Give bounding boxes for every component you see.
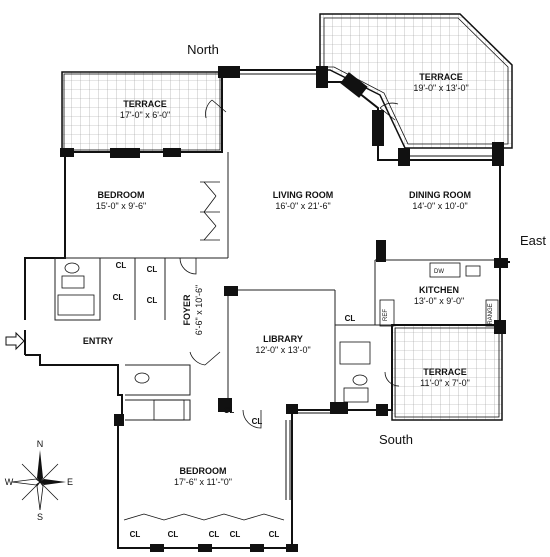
bedroom-south-name: BEDROOM (180, 466, 227, 476)
dishwasher-label: DW (434, 269, 444, 275)
living-room-name: LIVING ROOM (273, 190, 334, 200)
doors (179, 99, 400, 429)
terrace-se-name: TERRACE (423, 367, 467, 377)
bedroom-west-size: 15'-0" x 9'-6" (96, 201, 146, 211)
rose-n: N (37, 439, 44, 449)
terrace-west-size: 17'-0" x 6'-0" (120, 110, 170, 120)
rose-e: E (67, 477, 73, 487)
wall-blocks (60, 66, 508, 552)
terrace-west-area (61, 71, 223, 153)
label-east: East (520, 233, 546, 248)
windows (240, 69, 492, 500)
dining-room-size: 14'-0" x 10'-0" (412, 201, 467, 211)
closet-label: CL (147, 265, 158, 274)
rose-s: S (37, 512, 43, 522)
closet-label: CL (209, 530, 220, 539)
dining-room-name: DINING ROOM (409, 190, 471, 200)
library-size: 12'-0" x 13'-0" (255, 345, 310, 355)
closet-doors-south (123, 513, 285, 521)
range-label: RANGE (488, 303, 494, 324)
closet-label: CL (345, 314, 356, 323)
terrace-se-area (391, 324, 503, 421)
closet-label: CL (224, 406, 235, 415)
entry-arrow-icon (5, 331, 25, 351)
refrigerator-label: REF (383, 309, 389, 321)
library-name: LIBRARY (263, 334, 303, 344)
label-south: South (379, 432, 413, 447)
foyer-size: 6'-6" x 10'-6" (194, 285, 204, 335)
terrace-west-name: TERRACE (123, 99, 167, 109)
bedroom-south-size: 17'-6" x 11'-"0" (174, 477, 232, 487)
closet-label: CL (113, 293, 124, 302)
closet-label: CL (252, 417, 263, 426)
closet-label: CL (168, 530, 179, 539)
terrace-se-size: 11'-0" x 7'-0" (420, 378, 470, 388)
fixtures (57, 181, 499, 421)
closet-label: CL (116, 261, 127, 270)
compass-rose-icon (11, 450, 66, 511)
kitchen-size: 13'-0" x 9'-0" (414, 296, 464, 306)
closet-labels: CL CL CL CL CL CL CL CL CL CL CL CL (113, 261, 356, 539)
kitchen-name: KITCHEN (419, 285, 459, 295)
closet-label: CL (269, 530, 280, 539)
foyer-name: FOYER (182, 294, 192, 326)
terrace-ne-name: TERRACE (419, 72, 463, 82)
closet-label: CL (230, 530, 241, 539)
closet-label: CL (130, 530, 141, 539)
terrace-ne-size: 19'-0" x 13'-0" (413, 83, 468, 93)
living-room-size: 16'-0" x 21'-6" (275, 201, 330, 211)
bedroom-west-name: BEDROOM (98, 190, 145, 200)
rose-w: W (5, 477, 14, 487)
entry-name: ENTRY (83, 336, 113, 346)
closet-label: CL (147, 296, 158, 305)
label-north: North (187, 42, 219, 57)
